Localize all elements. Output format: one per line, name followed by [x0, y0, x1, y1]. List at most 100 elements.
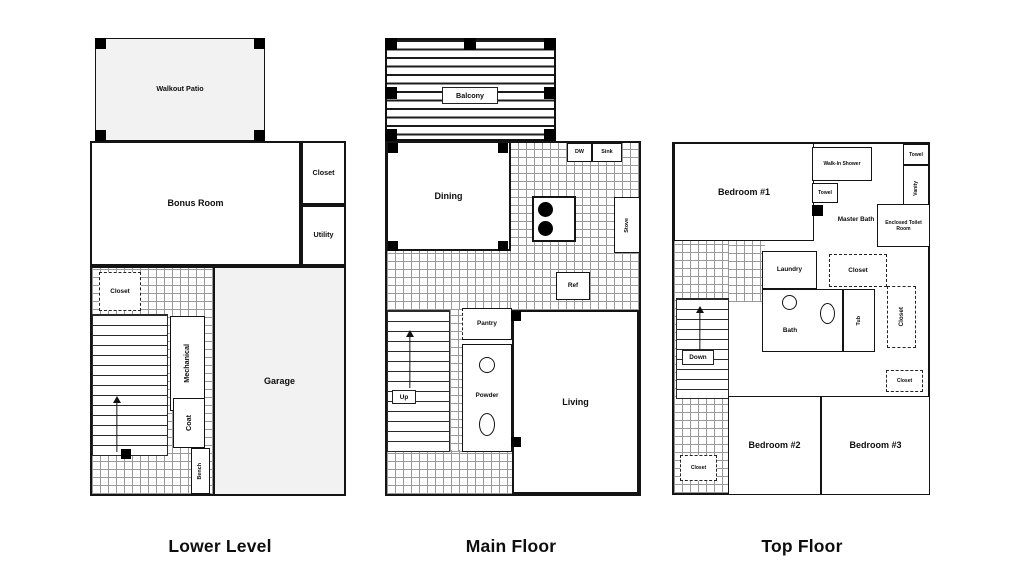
room-closet-mid: Closet: [886, 370, 923, 392]
post-marker: [254, 130, 265, 141]
lower-stairs: [92, 314, 168, 456]
fixture-dishwasher: DW: [567, 143, 592, 162]
room-bedroom-2-label: Bedroom #2: [748, 440, 801, 451]
post-marker: [511, 437, 521, 447]
post-marker: [498, 241, 508, 251]
post-marker: [385, 87, 397, 99]
sink-icon: [479, 357, 495, 373]
fixture-kitchen-sink: Sink: [592, 143, 622, 162]
room-enclosed-toilet-label: Enclosed Toilet Room: [885, 219, 922, 232]
post-marker: [95, 38, 106, 49]
room-garage: Garage: [213, 266, 346, 496]
main-floor-title: Main Floor: [465, 536, 557, 556]
balcony-label: Balcony: [442, 87, 498, 104]
main-stairs: [387, 310, 450, 452]
main-bottom-tile-floor: [387, 450, 512, 494]
room-closet-hall: Closet: [99, 272, 141, 311]
arrow-shaft: [409, 335, 411, 388]
room-living: Living: [512, 310, 639, 494]
room-mechanical: Mechanical: [170, 316, 205, 411]
post-marker: [812, 205, 823, 216]
dishwasher-label: DW: [575, 149, 584, 156]
lower-level-title: Lower Level: [168, 536, 272, 556]
room-bench-label: Bench: [197, 462, 204, 480]
post-marker: [121, 449, 131, 459]
up-arrow-icon: [111, 396, 123, 452]
arrow-head: [113, 396, 121, 403]
stove-label: Stove: [623, 217, 630, 233]
room-bonus-label: Bonus Room: [167, 198, 224, 209]
room-walkout-patio: Walkout Patio: [95, 38, 265, 141]
room-closet-hall-top-label: Closet: [897, 307, 905, 327]
room-mechanical-label: Mechanical: [182, 344, 192, 383]
post-marker: [388, 143, 398, 153]
post-marker: [544, 87, 556, 99]
down-label: Down: [682, 350, 714, 365]
room-closet-bottom: Closet: [680, 455, 717, 481]
room-garage-label: Garage: [263, 375, 296, 386]
room-enclosed-toilet: Enclosed Toilet Room: [877, 204, 930, 247]
room-closet-master-label: Closet: [848, 266, 868, 274]
main-corridor-tile-floor: [450, 310, 464, 452]
room-walk-in-shower-label: Walk-In Shower: [823, 161, 861, 167]
fixture-vanity: Vanity: [903, 165, 929, 211]
fixture-refrigerator: Ref: [556, 272, 590, 300]
post-marker: [464, 38, 476, 50]
kitchen-sink-label: Sink: [601, 149, 613, 156]
room-walkout-patio-label: Walkout Patio: [156, 84, 204, 94]
towel-lower-label: Towel: [818, 190, 832, 196]
arrow-head: [696, 306, 704, 313]
toilet-icon: [820, 303, 835, 324]
room-closet-bottom-label: Closet: [690, 465, 707, 471]
room-closet-hall-top: Closet: [887, 286, 916, 348]
arrow-shaft: [116, 401, 118, 452]
fixture-tub: Tub: [843, 289, 875, 352]
post-marker: [511, 311, 521, 321]
burner-icon: [538, 221, 553, 236]
post-marker: [388, 241, 398, 251]
room-bedroom-1-label: Bedroom #1: [717, 186, 770, 197]
room-closet-mid-label: Closet: [896, 378, 913, 384]
kitchen-island: [532, 196, 576, 242]
top-hall-tile-floor: [728, 240, 765, 302]
post-marker: [498, 143, 508, 153]
room-walk-in-shower: Walk-In Shower: [812, 147, 872, 181]
fixture-stove: Stove: [614, 197, 640, 253]
room-bedroom-1: Bedroom #1: [674, 143, 814, 241]
refrigerator-label: Ref: [567, 282, 579, 290]
room-dining-label: Dining: [434, 190, 463, 201]
arrow-shaft: [699, 311, 701, 350]
room-utility-label: Utility: [313, 230, 334, 240]
fixture-towel-lower: Towel: [812, 183, 838, 203]
room-closet-upper: Closet: [301, 141, 346, 205]
room-coat: Coat: [173, 398, 205, 448]
room-living-label: Living: [562, 396, 589, 407]
room-closet-upper-label: Closet: [312, 167, 335, 177]
room-laundry-label: Laundry: [776, 266, 803, 274]
post-marker: [95, 130, 106, 141]
room-bath-label: Bath: [782, 327, 798, 334]
room-coat-label: Coat: [183, 415, 193, 431]
top-stairs: [676, 298, 729, 399]
up-arrow-icon: [694, 306, 706, 350]
room-utility: Utility: [301, 205, 346, 266]
up-arrow-icon: [404, 330, 416, 388]
room-dining: Dining: [386, 141, 511, 251]
post-marker: [385, 38, 397, 50]
room-bedroom-3-label: Bedroom #3: [849, 440, 902, 451]
vanity-label: Vanity: [913, 180, 919, 196]
main-hall-tile-floor: [387, 250, 512, 310]
burner-icon: [538, 202, 553, 217]
sink-icon: [782, 295, 797, 310]
tub-label: Tub: [855, 315, 862, 326]
up-label: Up: [392, 390, 416, 404]
room-pantry-label: Pantry: [477, 320, 497, 328]
top-floor-title: Top Floor: [761, 536, 843, 556]
post-marker: [254, 38, 265, 49]
post-marker: [385, 129, 397, 141]
room-bench: Bench: [191, 448, 210, 494]
towel-upper-label: Towel: [909, 151, 923, 158]
room-bonus: Bonus Room: [90, 141, 301, 266]
room-laundry: Laundry: [762, 251, 817, 289]
